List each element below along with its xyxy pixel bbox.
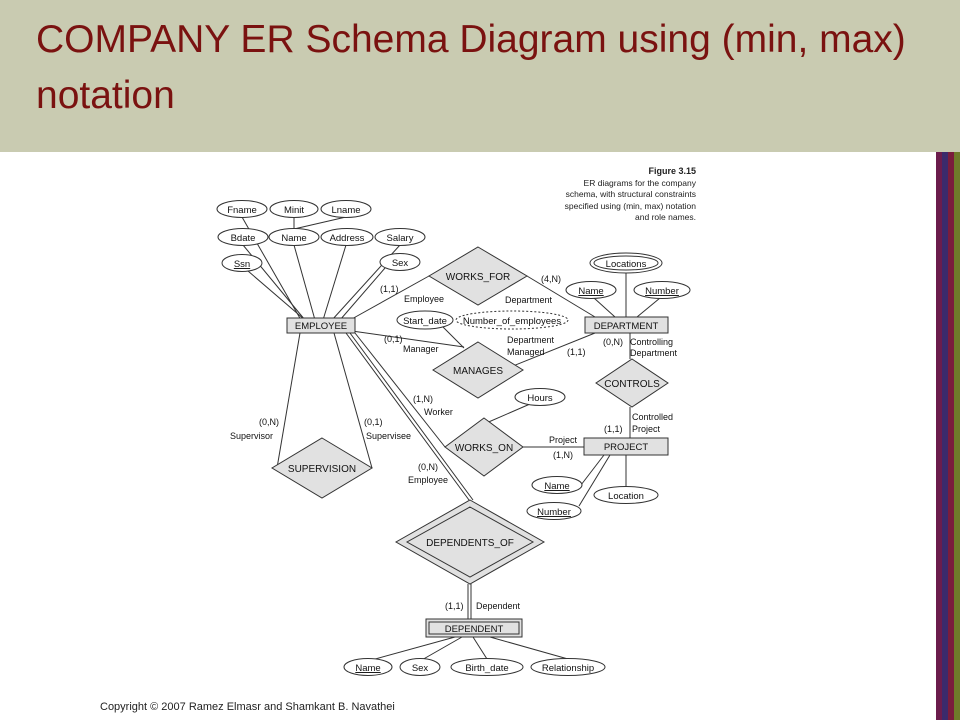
attr-number-of-employees: Number_of_employees xyxy=(463,316,561,327)
role-ct-proj-2: Project xyxy=(632,424,661,434)
employee-label: EMPLOYEE xyxy=(295,321,347,332)
role-wo-proj: Project xyxy=(549,435,578,445)
attr-proj-name: Name xyxy=(544,481,569,492)
figure-caption-line: and role names. xyxy=(635,212,696,222)
employee-attributes: Fname Minit Lname Bdate Name Address Sal… xyxy=(216,200,426,272)
connection-lines xyxy=(241,216,661,662)
entity-department: DEPARTMENT xyxy=(584,316,669,334)
attr-lname: Lname xyxy=(331,205,360,216)
entity-dependent: DEPENDENT xyxy=(425,618,523,638)
role-sup-r: Supervisee xyxy=(366,431,411,441)
figure-caption-line: specified using (min, max) notation xyxy=(564,200,696,211)
project-label: PROJECT xyxy=(604,442,649,453)
attr-birth-date: Birth_date xyxy=(465,663,508,674)
role-wo-emp: Worker xyxy=(424,407,453,417)
attr-start-date: Start_date xyxy=(403,316,447,327)
attr-dept-name: Name xyxy=(578,286,603,297)
attr-locations: Locations xyxy=(606,259,647,270)
attr-sex: Sex xyxy=(392,258,409,269)
side-bar-4 xyxy=(954,152,960,720)
attr-name: Name xyxy=(281,233,306,244)
department-attributes: Locations Name Number Start_date Number_… xyxy=(396,252,691,330)
attr-salary: Salary xyxy=(387,233,414,244)
role-wf-dept: Department xyxy=(505,295,553,305)
attr-proj-location: Location xyxy=(608,491,644,502)
role-do-emp: Employee xyxy=(408,475,448,485)
constraint-sup-r: (0,1) xyxy=(364,417,383,427)
supervision-label: SUPERVISION xyxy=(288,464,356,475)
relationship-controls: CONTROLS xyxy=(595,358,669,408)
works-on-attributes: Hours xyxy=(514,388,566,406)
role-sup-l: Supervisor xyxy=(230,431,273,441)
attr-fname: Fname xyxy=(227,205,257,216)
department-label: DEPARTMENT xyxy=(594,321,659,332)
attr-bdate: Bdate xyxy=(231,233,256,244)
constraint-sup-l: (0,N) xyxy=(259,417,279,427)
role-mg-dept-1: Department xyxy=(507,335,555,345)
constraint-wf-emp: (1,1) xyxy=(380,284,399,294)
constraint-ct-dept: (0,N) xyxy=(603,337,623,347)
works-for-label: WORKS_FOR xyxy=(446,272,510,283)
constraint-wo-proj: (1,N) xyxy=(553,450,573,460)
figure-caption-line: schema, with structural constraints xyxy=(565,189,696,199)
attr-address: Address xyxy=(330,233,365,244)
constraint-mg-emp: (0,1) xyxy=(384,334,403,344)
attr-hours: Hours xyxy=(527,393,553,404)
constraint-wf-dept: (4,N) xyxy=(541,274,561,284)
attr-proj-number: Number xyxy=(537,507,571,518)
attr-minit: Minit xyxy=(284,205,304,216)
title-band: COMPANY ER Schema Diagram using (min, ma… xyxy=(0,0,960,152)
manages-label: MANAGES xyxy=(453,366,503,377)
controls-label: CONTROLS xyxy=(604,379,660,390)
role-mg-dept-2: Managed xyxy=(507,347,545,357)
attr-ssn: Ssn xyxy=(234,259,250,270)
constraint-ct-proj: (1,1) xyxy=(604,424,623,434)
side-decoration-bars xyxy=(936,152,960,720)
relationship-dependents-of: DEPENDENTS_OF xyxy=(394,499,546,585)
side-bar-2 xyxy=(942,152,948,720)
attr-dept-number: Number xyxy=(645,286,679,297)
copyright-notice: Copyright © 2007 Ramez Elmasr and Shamka… xyxy=(100,701,395,713)
figure-number: Figure 3.15 xyxy=(648,166,696,176)
constraint-wo-emp: (1,N) xyxy=(413,394,433,404)
constraint-do-emp: (0,N) xyxy=(418,462,438,472)
role-mg-emp: Manager xyxy=(403,344,439,354)
side-bar-3 xyxy=(948,152,954,720)
role-wf-emp: Employee xyxy=(404,294,444,304)
role-ct-dept-1: Controlling xyxy=(630,337,673,347)
side-bar-1 xyxy=(936,152,942,720)
constraint-mg-dept: (1,1) xyxy=(567,347,586,357)
dependents-of-label: DEPENDENTS_OF xyxy=(426,538,514,549)
project-attributes: Name Location Number xyxy=(526,476,659,520)
attr-dep-sex: Sex xyxy=(412,663,429,674)
attr-relationship: Relationship xyxy=(542,663,594,674)
role-ct-proj-1: Controlled xyxy=(632,412,673,422)
entity-project: PROJECT xyxy=(583,437,669,456)
constraint-do-dep: (1,1) xyxy=(445,601,464,611)
relationship-manages: MANAGES xyxy=(432,341,524,399)
attr-dep-name: Name xyxy=(355,663,380,674)
relationship-supervision: SUPERVISION xyxy=(271,437,373,499)
relationship-works-for: WORKS_FOR xyxy=(428,246,528,306)
relationship-works-on: WORKS_ON xyxy=(444,417,524,477)
dependent-label: DEPENDENT xyxy=(445,624,504,635)
works-on-label: WORKS_ON xyxy=(455,443,513,454)
figure-caption-line: ER diagrams for the company xyxy=(583,177,696,188)
dependent-attributes: Name Sex Birth_date Relationship xyxy=(343,658,606,676)
figure-caption: Figure 3.15 ER diagrams for the company … xyxy=(565,166,696,224)
slide-title: COMPANY ER Schema Diagram using (min, ma… xyxy=(36,18,906,117)
role-ct-dept-2: Department xyxy=(630,348,678,358)
role-do-dep: Dependent xyxy=(476,601,521,611)
constraint-labels: (1,1) Employee (4,N) Department (0,1) Ma… xyxy=(230,274,678,611)
entity-employee: EMPLOYEE xyxy=(286,317,356,334)
